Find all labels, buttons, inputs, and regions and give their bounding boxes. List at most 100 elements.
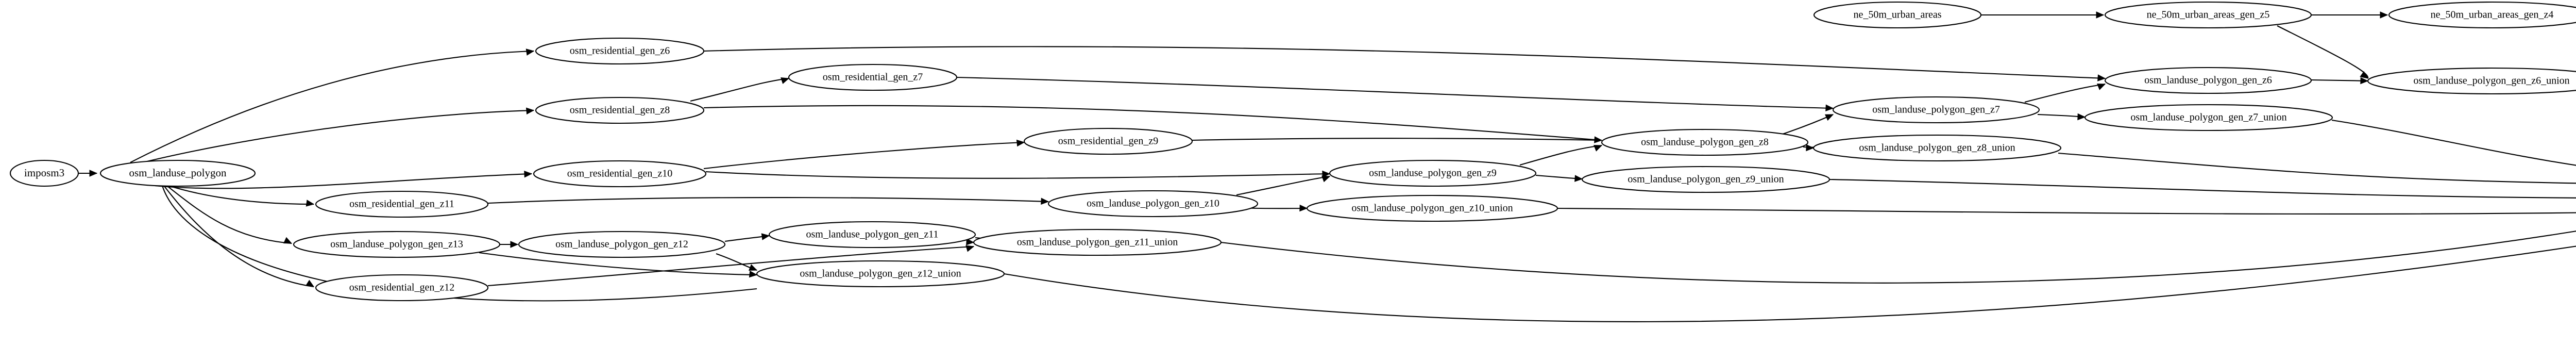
arrowhead <box>1825 114 1834 121</box>
node-osm_residential_gen_z6[interactable]: osm_residential_gen_z6 <box>535 37 705 65</box>
node-osm_residential_gen_z9[interactable]: osm_residential_gen_z9 <box>1023 127 1193 155</box>
node-ne_50m_urban_areas_gen_z4[interactable]: ne_50m_urban_areas_gen_z4 <box>2388 1 2576 29</box>
node-label: osm_landuse_polygon_gen_z8_union <box>1859 142 2015 154</box>
node-osm_residential_gen_z7[interactable]: osm_residential_gen_z7 <box>788 63 958 91</box>
edge-osm_residential_gen_z10-to-osm_residential_gen_z9 <box>703 141 1025 170</box>
node-shape <box>1601 128 1809 156</box>
edge-ne_50m_urban_areas_gen_z5-to-osm_landuse_polygon_gen_z6_union <box>2277 25 2369 79</box>
node-ne_50m_urban_areas[interactable]: ne_50m_urban_areas <box>1813 1 1982 29</box>
node-osm_landuse_polygon_gen_z10_union[interactable]: osm_landuse_polygon_gen_z10_union <box>1306 194 1558 222</box>
node-osm_landuse_polygon_gen_z12_union[interactable]: osm_landuse_polygon_gen_z12_union <box>756 260 1005 288</box>
node-shape <box>2104 67 2312 94</box>
node-osm_residential_gen_z11[interactable]: osm_residential_gen_z11 <box>315 190 489 218</box>
node-osm_landuse_polygon_gen_z9[interactable]: osm_landuse_polygon_gen_z9 <box>1329 159 1537 187</box>
node-label: osm_residential_gen_z10 <box>567 168 672 179</box>
node-label: osm_landuse_polygon_gen_z10 <box>1087 198 1219 209</box>
arrowhead <box>1574 175 1583 182</box>
node-shape <box>1306 194 1558 222</box>
node-shape <box>788 63 958 91</box>
edge-osm_residential_gen_z9-to-osm_landuse_polygon_gen_z8 <box>1192 138 1602 141</box>
node-imposm3[interactable]: imposm3 <box>9 159 79 187</box>
node-label: osm_landuse_polygon_gen_z11_union <box>1017 237 1178 248</box>
edge-osm_landuse_polygon-to-osm_residential_gen_z12 <box>163 185 314 288</box>
node-osm_landuse_polygon_gen_z10[interactable]: osm_landuse_polygon_gen_z10 <box>1047 190 1259 218</box>
arrowhead <box>526 48 535 56</box>
node-label: osm_landuse_polygon_gen_z7 <box>1872 104 2000 116</box>
node-osm_residential_gen_z10[interactable]: osm_residential_gen_z10 <box>533 160 707 188</box>
arrowhead <box>2360 77 2369 85</box>
edge-osm_landuse_polygon_gen_z6-to-osm_landuse_polygon_gen_z6_union <box>2311 79 2368 82</box>
arrowhead <box>1594 136 1603 143</box>
node-osm_landuse_polygon_gen_z13[interactable]: osm_landuse_polygon_gen_z13 <box>293 231 501 258</box>
node-shape <box>315 190 489 218</box>
node-shape <box>9 159 79 187</box>
node-osm_landuse_polygon_gen_z12[interactable]: osm_landuse_polygon_gen_z12 <box>518 231 726 258</box>
node-shape <box>1581 166 1831 193</box>
arrowhead <box>965 245 975 252</box>
node-shape <box>973 228 1222 256</box>
node-osm_residential_gen_z8[interactable]: osm_residential_gen_z8 <box>535 96 705 124</box>
arrowhead <box>749 264 758 271</box>
node-osm_landuse_polygon_gen_z8_union[interactable]: osm_landuse_polygon_gen_z8_union <box>1812 134 2062 162</box>
arrowhead <box>306 279 315 287</box>
node-osm_landuse_polygon_gen_z11[interactable]: osm_landuse_polygon_gen_z11 <box>768 221 976 249</box>
nodes-layer: imposm3 osm_landuse_polygon osm_residentia… <box>9 1 2576 302</box>
node-label: osm_residential_gen_z6 <box>570 45 670 57</box>
node-label: osm_residential_gen_z8 <box>570 105 670 116</box>
arrowhead <box>966 238 975 245</box>
node-shape <box>535 96 705 124</box>
arrowhead <box>749 270 758 278</box>
node-shape <box>768 221 976 249</box>
node-label: osm_residential_gen_z7 <box>823 72 923 83</box>
node-label: ne_50m_urban_areas <box>1853 9 1941 21</box>
node-shape <box>1813 1 1982 29</box>
arrowhead <box>526 107 535 114</box>
node-shape <box>99 159 256 187</box>
node-shape <box>1832 96 2040 124</box>
node-shape <box>2367 67 2576 95</box>
node-osm_landuse_polygon_gen_z7[interactable]: osm_landuse_polygon_gen_z7 <box>1832 96 2040 124</box>
node-osm_landuse_polygon_gen_z6[interactable]: osm_landuse_polygon_gen_z6 <box>2104 67 2312 94</box>
node-label: osm_landuse_polygon_gen_z6 <box>2144 75 2272 86</box>
node-shape <box>535 37 705 65</box>
arrowhead <box>524 171 533 178</box>
node-osm_landuse_polygon_gen_z6_union[interactable]: osm_landuse_polygon_gen_z6_union <box>2367 67 2576 95</box>
arrowhead <box>2096 11 2105 19</box>
arrowhead <box>761 233 770 240</box>
node-shape <box>1047 190 1259 218</box>
node-label: osm_landuse_polygon_gen_z13 <box>330 239 463 250</box>
node-shape <box>518 231 726 258</box>
node-osm_landuse_polygon_gen_z11_union[interactable]: osm_landuse_polygon_gen_z11_union <box>973 228 1222 256</box>
edge-osm_landuse_polygon_gen_z8_union-to-layer_landuse <box>2058 152 2576 184</box>
node-osm_landuse_polygon_gen_z7_union[interactable]: osm_landuse_polygon_gen_z7_union <box>2084 104 2333 131</box>
node-label: osm_landuse_polygon_gen_z10_union <box>1351 203 1513 214</box>
edge-osm_landuse_polygon_gen_z12_union-to-layer_landuse <box>1004 245 2576 322</box>
node-shape <box>533 160 707 188</box>
edge-osm_residential_gen_z6-to-osm_landuse_polygon_gen_z6 <box>703 46 2106 79</box>
arrowhead <box>1041 198 1049 205</box>
edge-osm_landuse_polygon_gen_z13-to-osm_landuse_polygon_gen_z12_union <box>479 252 757 276</box>
node-ne_50m_urban_areas_gen_z5[interactable]: ne_50m_urban_areas_gen_z5 <box>2104 1 2312 29</box>
node-label: osm_landuse_polygon_gen_z6_union <box>2413 75 2569 87</box>
node-osm_landuse_polygon[interactable]: osm_landuse_polygon <box>99 159 256 187</box>
node-osm_landuse_polygon_gen_z8[interactable]: osm_landuse_polygon_gen_z8 <box>1601 128 1809 156</box>
node-osm_landuse_polygon_gen_z9_union[interactable]: osm_landuse_polygon_gen_z9_union <box>1581 166 1831 193</box>
node-shape <box>1812 134 2062 162</box>
edge-osm_landuse_polygon_gen_z9_union-to-layer_landuse <box>1829 178 2576 199</box>
arrowhead <box>2097 74 2106 81</box>
edge-osm_landuse_polygon_gen_z10-to-osm_landuse_polygon_gen_z9 <box>1236 175 1330 196</box>
node-label: osm_residential_gen_z12 <box>349 282 454 293</box>
arrowhead <box>1806 144 1815 152</box>
node-shape <box>2084 104 2333 131</box>
node-label: ne_50m_urban_areas_gen_z5 <box>2147 9 2270 21</box>
arrowhead <box>2097 84 2106 90</box>
node-osm_residential_gen_z12[interactable]: osm_residential_gen_z12 <box>315 274 489 302</box>
arrowhead <box>1594 145 1603 152</box>
node-label: osm_landuse_polygon_gen_z9_union <box>1628 174 1784 185</box>
node-label: ne_50m_urban_areas_gen_z4 <box>2431 9 2554 21</box>
edge-osm_landuse_polygon-to-osm_landuse_polygon_gen_z12_union <box>162 185 757 302</box>
arrowhead <box>1299 204 1308 212</box>
node-label: osm_landuse_polygon <box>129 167 227 179</box>
